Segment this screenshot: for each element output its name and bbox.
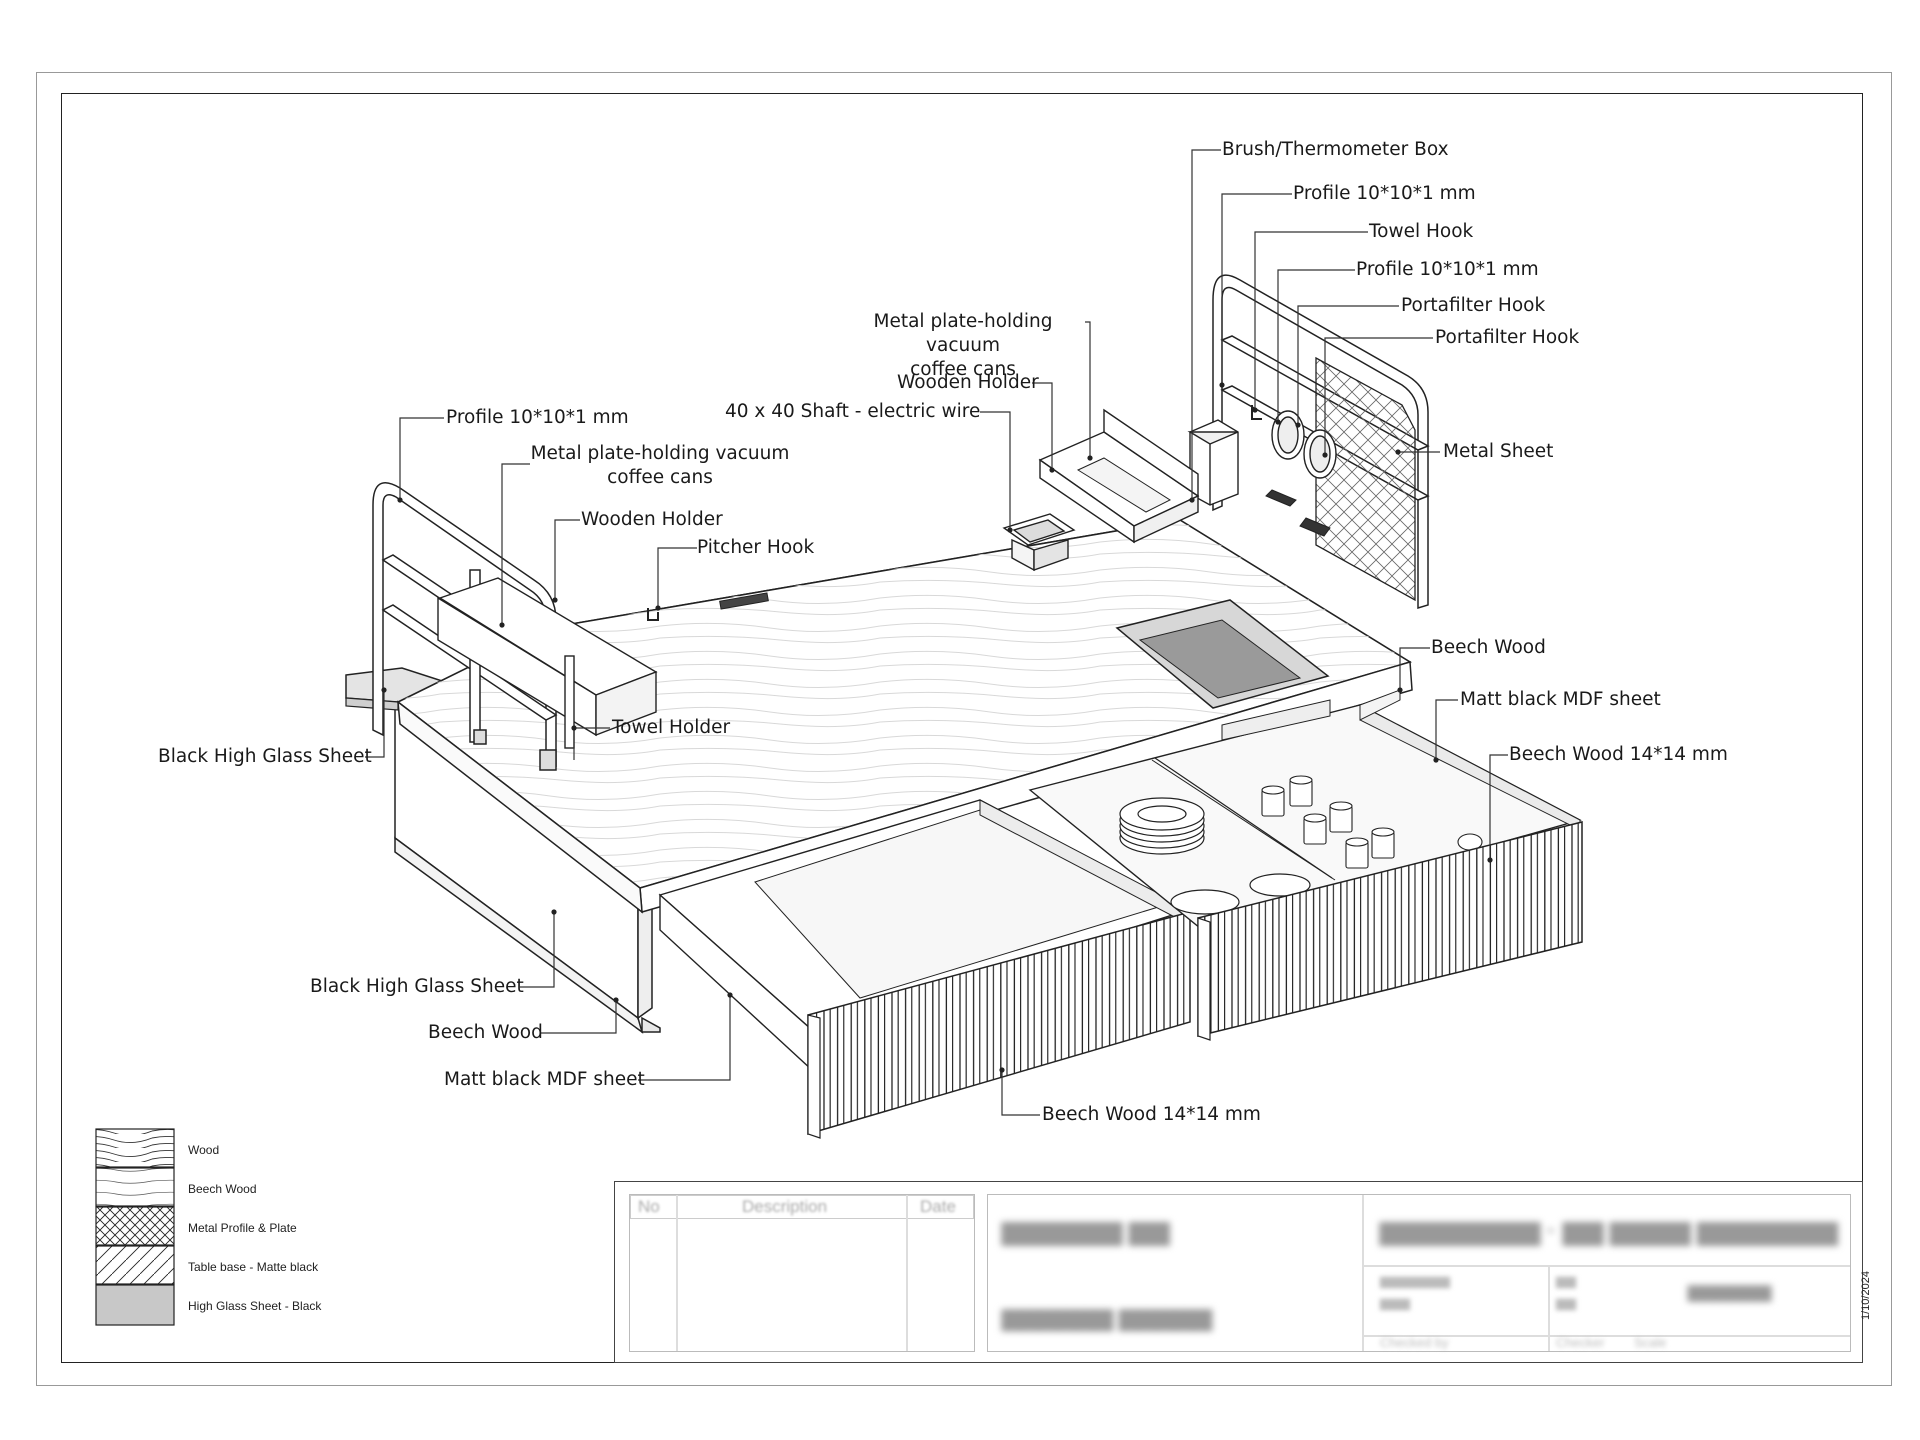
leader-dots xyxy=(381,382,1493,1073)
revision-col-description: Description xyxy=(742,1197,828,1216)
callout-beech-wood-top: Beech Wood xyxy=(1431,637,1546,658)
legend-swatches xyxy=(95,1128,175,1326)
blurred-sheet-name: ▆▆▆▆▆▆ ▆▆▆▆▆ xyxy=(1002,1304,1212,1331)
blurred-field-3: ▆▆ xyxy=(1556,1273,1576,1288)
callout-matt-black-right: Matt black MDF sheet xyxy=(1460,689,1661,710)
drawer-right xyxy=(1028,689,1583,1041)
blurred-field-2: ▆▆▆ xyxy=(1380,1295,1410,1310)
callout-wooden-holder-right: Wooden Holder xyxy=(897,372,1039,393)
legend-swatch-wood xyxy=(95,1128,175,1168)
callout-profile-right-1: Profile 10*10*1 mm xyxy=(1293,183,1476,204)
legend-label-metal: Metal Profile & Plate xyxy=(188,1221,297,1235)
callout-metal-plate-left: Metal plate-holding vacuum coffee cans xyxy=(530,443,790,488)
callout-portafilter-hook-2: Portafilter Hook xyxy=(1435,327,1580,348)
callout-matt-black-bottom: Matt black MDF sheet xyxy=(444,1069,645,1090)
title-block: No Description Date ▆▆▆▆▆▆ ▆▆ ▆▆▆▆▆▆ ▆▆▆… xyxy=(614,1181,1863,1363)
outer-sheet-border xyxy=(36,72,1892,1386)
callout-towel-holder: Towel Holder xyxy=(612,717,731,738)
legend-label-beech: Beech Wood xyxy=(188,1182,257,1196)
revision-col-no: No xyxy=(638,1197,660,1216)
drawer-left xyxy=(658,799,1191,1139)
callout-towel-hook: Towel Hook xyxy=(1369,221,1474,242)
callout-metal-sheet: Metal Sheet xyxy=(1443,441,1554,462)
callout-portafilter-hook-1: Portafilter Hook xyxy=(1401,295,1546,316)
callout-black-glass-bottom: Black High Glass Sheet xyxy=(310,976,524,997)
legend-swatch-metal xyxy=(95,1206,175,1246)
callout-brush-box: Brush/Thermometer Box xyxy=(1222,139,1449,160)
callout-pitcher-hook: Pitcher Hook xyxy=(697,537,815,558)
checked-by-label: Checked by xyxy=(1380,1335,1449,1350)
brush-thermometer-box xyxy=(1187,419,1239,506)
callout-metal-plate-right: Metal plate-holding vacuum coffee cans xyxy=(873,311,1053,380)
callout-black-glass-left: Black High Glass Sheet xyxy=(158,746,372,767)
right-wooden-holder xyxy=(1038,408,1200,544)
checker-label: Checker xyxy=(1556,1335,1605,1350)
callout-beech-wood-slats-bottom: Beech Wood 14*14 mm xyxy=(1042,1104,1261,1125)
revision-col-date: Date xyxy=(920,1197,956,1216)
portafilter-hook-bases xyxy=(1265,489,1331,537)
callout-wooden-holder-left: Wooden Holder xyxy=(581,509,723,530)
leader-lines xyxy=(365,149,1508,1116)
callout-shaft: 40 x 40 Shaft - electric wire xyxy=(725,401,981,422)
blurred-client-name: ▆▆▆▆▆▆▆▆ · ▆▆ ▆▆▆▆ ▆▆▆▆▆▆▆ xyxy=(1380,1215,1838,1245)
blurred-number: ▆▆▆▆▆▆ xyxy=(1688,1281,1772,1301)
scale-label: Scale xyxy=(1634,1335,1667,1350)
left-wooden-holder xyxy=(437,577,658,749)
legend-label-base: Table base - Matte black xyxy=(188,1260,319,1274)
blurred-project-name: ▆▆▆▆▆▆ ▆▆ xyxy=(1002,1215,1170,1245)
legend-swatch-beech xyxy=(95,1167,175,1207)
blurred-field-4: ▆▆ xyxy=(1556,1295,1576,1310)
revision-table: No Description Date xyxy=(629,1194,975,1352)
blurred-field-1: ▆▆▆▆▆▆▆ xyxy=(1380,1273,1450,1288)
legend-swatch-base xyxy=(95,1245,175,1285)
callout-profile-left: Profile 10*10*1 mm xyxy=(446,407,629,428)
legend-label-wood: Wood xyxy=(188,1143,220,1157)
legend-label-glass: High Glass Sheet - Black xyxy=(188,1299,322,1313)
project-info-box: ▆▆▆▆▆▆ ▆▆ ▆▆▆▆▆▆ ▆▆▆▆▆ ▆▆▆▆▆▆▆▆ · ▆▆ ▆▆▆… xyxy=(987,1194,1851,1352)
metal-sheet xyxy=(1315,356,1416,602)
shaft-box xyxy=(1002,513,1076,572)
date-stamp: 1/10/2024 xyxy=(1860,1271,1872,1320)
left-side-panel xyxy=(394,700,661,1034)
callout-profile-right-2: Profile 10*10*1 mm xyxy=(1356,259,1539,280)
callout-beech-wood-bottom: Beech Wood xyxy=(428,1022,543,1043)
legend-swatch-glass xyxy=(95,1284,175,1326)
callout-beech-wood-slats-right: Beech Wood 14*14 mm xyxy=(1509,744,1728,765)
